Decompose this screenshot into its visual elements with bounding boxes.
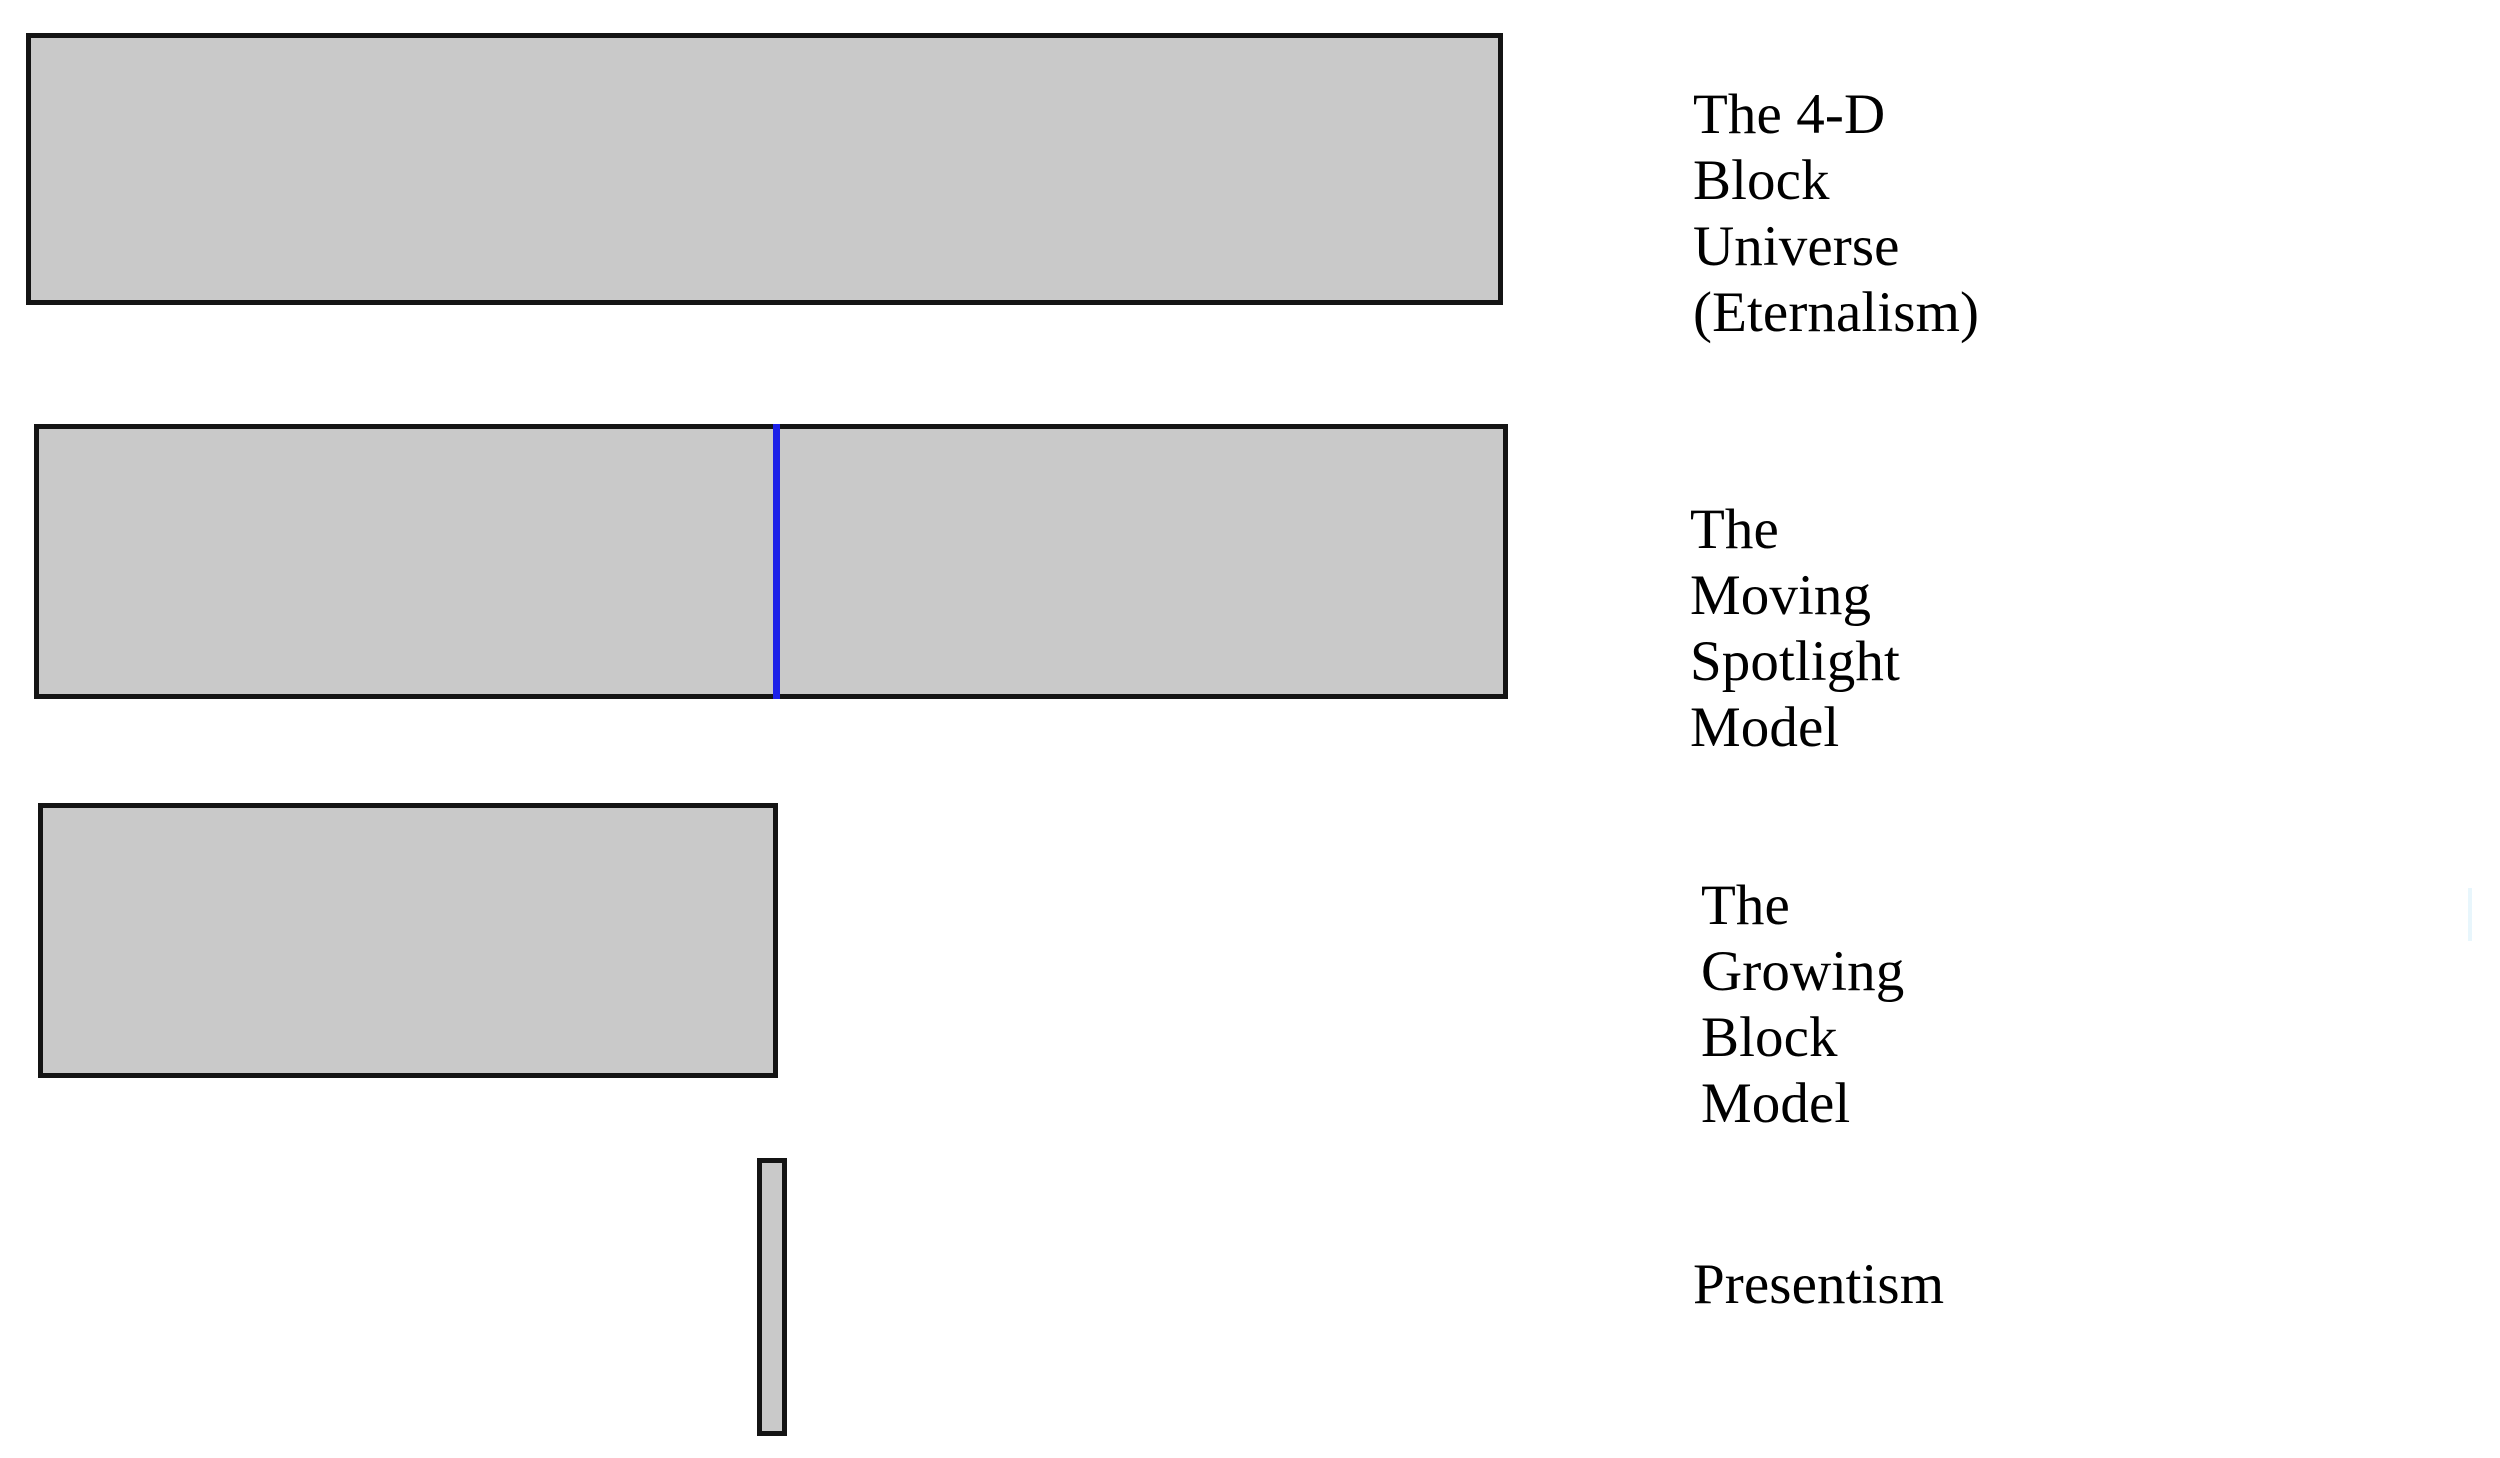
edge-artifact-line	[2468, 888, 2472, 941]
now-marker-line	[773, 424, 780, 699]
block-label-presentism: Presentism	[1693, 1253, 1945, 1316]
time-block-eternalism[interactable]	[26, 33, 1503, 305]
block-label-eternalism: The 4-D Block Universe (Eternalism)	[1693, 83, 1980, 345]
time-block-growing-block[interactable]	[38, 803, 778, 1078]
block-label-moving-spotlight: The Moving Spotlight Model	[1690, 498, 1900, 760]
time-block-presentism[interactable]	[757, 1158, 787, 1436]
block-label-growing-block: The Growing Block Model	[1701, 874, 1905, 1136]
time-block-moving-spotlight[interactable]	[34, 424, 1508, 699]
